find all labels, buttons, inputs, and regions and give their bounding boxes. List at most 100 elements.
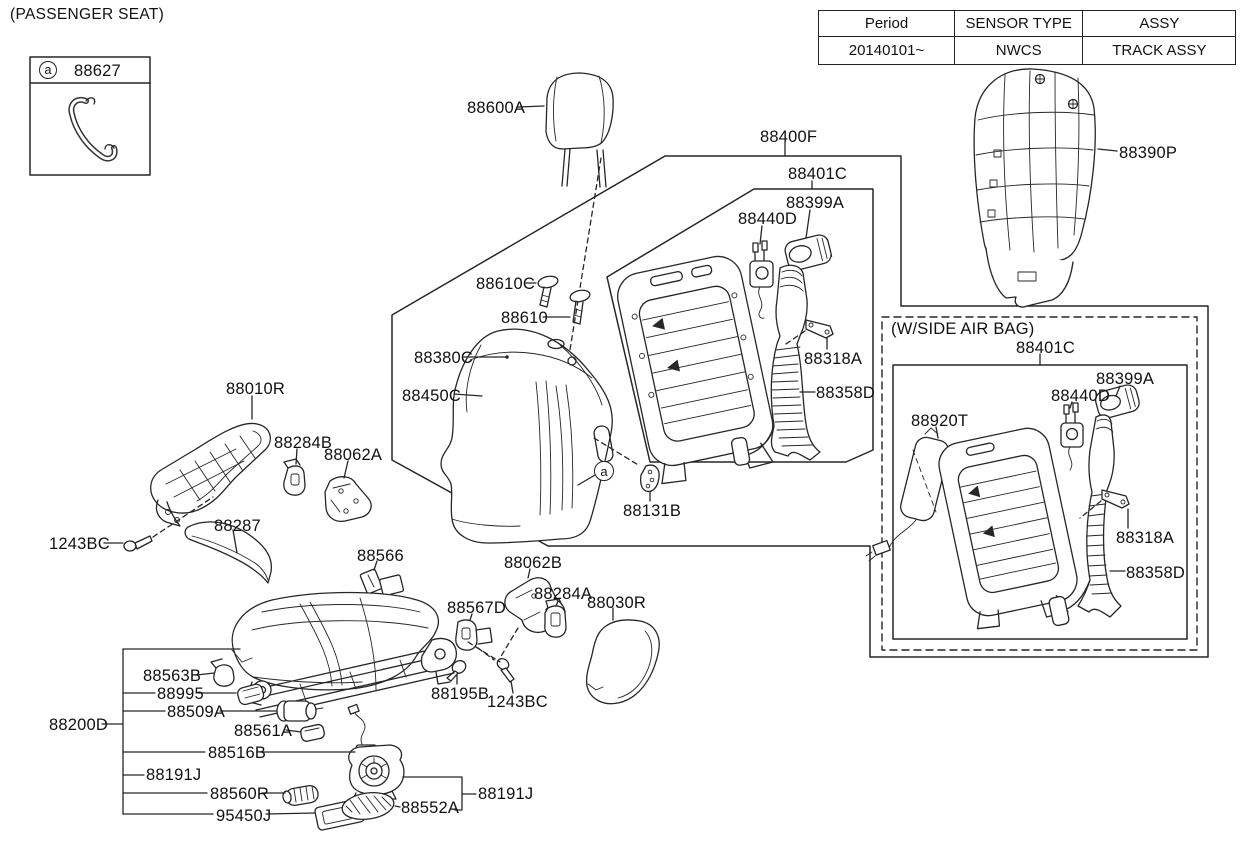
callout-88516B: 88516B bbox=[208, 744, 267, 762]
screw-left-dash bbox=[152, 496, 214, 538]
motor-88509A-sketch bbox=[276, 700, 324, 722]
ref-legend-box bbox=[29, 56, 151, 176]
callout-1243BC-left: 1243BC bbox=[49, 535, 110, 553]
callout-88450C: 88450C bbox=[402, 387, 461, 405]
callout-88401C-main: 88401C bbox=[788, 165, 847, 183]
headrest-guide-dash bbox=[568, 157, 602, 357]
callout-88920T: 88920T bbox=[911, 412, 969, 430]
callout-88200D: 88200D bbox=[49, 716, 108, 734]
cover-88287-sketch bbox=[184, 521, 273, 584]
back-covering-sketch bbox=[440, 328, 614, 544]
lumbar-motor-sketch bbox=[749, 240, 774, 319]
webbing-guide-dash bbox=[593, 437, 641, 467]
callout-88062B: 88062B bbox=[504, 554, 563, 572]
callout-88010R: 88010R bbox=[226, 380, 285, 398]
callout-88440D-main: 88440D bbox=[738, 210, 797, 228]
side-airbag-module-sketch bbox=[865, 427, 950, 562]
blower-left-sketch bbox=[348, 744, 405, 802]
back-frame-boundary bbox=[606, 188, 874, 463]
page-title: (PASSENGER SEAT) bbox=[10, 6, 165, 23]
callout-88552A: 88552A bbox=[401, 799, 460, 817]
shield-inner-sketch bbox=[150, 422, 272, 527]
mount-bracket-dash bbox=[782, 330, 806, 347]
callout-88567D: 88567D bbox=[447, 599, 506, 617]
recliner-sketch bbox=[784, 234, 833, 271]
callout-88610C: 88610C bbox=[476, 275, 535, 293]
callout-88400F: 88400F bbox=[760, 128, 818, 146]
callout-88561A: 88561A bbox=[234, 722, 293, 740]
duct-sketch bbox=[730, 264, 821, 466]
info-table-cell-sensor-type: NWCS bbox=[955, 37, 1083, 65]
callout-88062A: 88062A bbox=[324, 446, 383, 464]
callout-88191J-right: 88191J bbox=[478, 785, 534, 803]
bracket-88566-sketch bbox=[359, 568, 405, 597]
callout-88318A-main: 88318A bbox=[804, 350, 863, 368]
info-table-header-sensor-type: SENSOR TYPE bbox=[955, 11, 1083, 36]
clip-88563B-sketch bbox=[210, 658, 235, 687]
diagram-marker-a: a bbox=[594, 461, 614, 481]
bracket-88284A-sketch bbox=[544, 598, 567, 638]
ab-lumbar-motor-sketch bbox=[1060, 402, 1084, 471]
ab-mount-bracket-dash bbox=[1079, 500, 1102, 519]
info-table: Period SENSOR TYPE ASSY 20140101~ NWCS T… bbox=[818, 10, 1237, 66]
ab-duct-sketch bbox=[1048, 414, 1122, 627]
bracket-88284B-sketch bbox=[283, 458, 306, 496]
callout-88563B: 88563B bbox=[143, 667, 202, 685]
track-sketch bbox=[231, 637, 458, 718]
back-frame-sketch bbox=[617, 255, 774, 485]
callout-88358D-airbag: 88358D bbox=[1126, 564, 1185, 582]
callout-88399A-airbag: 88399A bbox=[1096, 370, 1155, 388]
callout-bracket-lines bbox=[101, 648, 477, 815]
callout-1243BC-right: 1243BC bbox=[487, 693, 548, 711]
screw-right-dash bbox=[467, 641, 501, 663]
callout-95450J: 95450J bbox=[216, 807, 272, 825]
bracket-88567D-sketch bbox=[455, 619, 493, 651]
screw-left-sketch bbox=[123, 535, 153, 552]
bolt-88195B-sketch bbox=[446, 660, 467, 682]
pad-88552A-sketch bbox=[341, 791, 395, 821]
callout-88380C: 88380C bbox=[414, 349, 473, 367]
shield-outer-sketch bbox=[585, 619, 660, 705]
info-table-cell-assy: TRACK ASSY bbox=[1083, 37, 1236, 65]
webbing-guide-sketch bbox=[640, 464, 660, 493]
cushion-sketch bbox=[231, 591, 440, 691]
pad-88995-sketch bbox=[237, 683, 265, 706]
callout-88131B: 88131B bbox=[623, 502, 682, 520]
leader-lines bbox=[103, 105, 1129, 694]
callout-88390P: 88390P bbox=[1119, 144, 1178, 162]
info-table-cell-period: 20140101~ bbox=[819, 37, 954, 65]
headrest-sketch bbox=[545, 72, 614, 188]
back-assy-boundary bbox=[391, 155, 1209, 658]
screw-right-sketch bbox=[496, 658, 515, 683]
callout-88030R: 88030R bbox=[587, 594, 646, 612]
callout-88284B: 88284B bbox=[274, 434, 333, 452]
back-board-sketch bbox=[973, 68, 1096, 308]
info-table-header-assy: ASSY bbox=[1083, 11, 1236, 36]
mount-bracket-sketch bbox=[805, 319, 834, 339]
callout-88610: 88610 bbox=[501, 309, 548, 327]
guide-pin-sketches bbox=[537, 275, 591, 325]
callout-88566: 88566 bbox=[357, 547, 404, 565]
callout-88560R: 88560R bbox=[210, 785, 269, 803]
info-table-header-period: Period bbox=[819, 11, 954, 36]
callout-88195B: 88195B bbox=[431, 685, 490, 703]
callout-88600A: 88600A bbox=[467, 99, 526, 117]
callout-88318A-airbag: 88318A bbox=[1116, 529, 1175, 547]
ab-frame-sketch bbox=[938, 427, 1078, 630]
clip-88561A-sketch bbox=[300, 723, 325, 742]
callout-88284A: 88284A bbox=[534, 585, 593, 603]
ab-recliner-sketch bbox=[1094, 384, 1140, 419]
callout-88401C-airbag: 88401C bbox=[1016, 339, 1075, 357]
ref-legend-part-no: 88627 bbox=[74, 62, 121, 80]
callout-88995: 88995 bbox=[157, 685, 204, 703]
callout-88287: 88287 bbox=[214, 517, 261, 535]
callout-88509A: 88509A bbox=[167, 703, 226, 721]
ref-legend-marker: a bbox=[39, 61, 57, 79]
callout-88358D-main: 88358D bbox=[816, 384, 875, 402]
side-airbag-dashed-box bbox=[881, 316, 1198, 651]
callout-88399A-main: 88399A bbox=[786, 194, 845, 212]
ab-mount-bracket-sketch bbox=[1101, 489, 1130, 509]
side-airbag-box-title: (W/SIDE AIR BAG) bbox=[891, 320, 1035, 338]
